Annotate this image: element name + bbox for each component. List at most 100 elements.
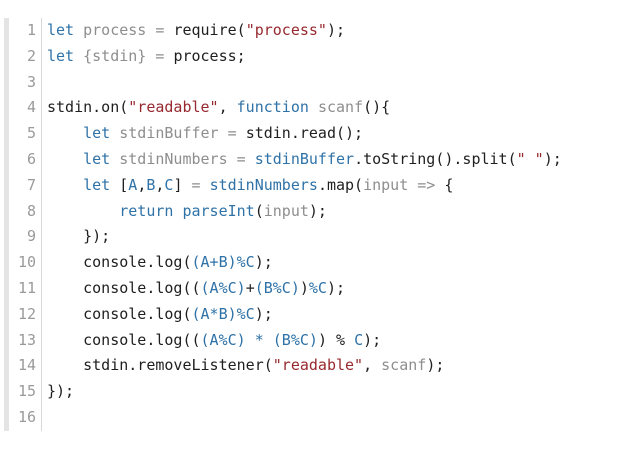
code-token-text: require( bbox=[173, 21, 246, 39]
code-token-text: stdin.on( bbox=[47, 98, 129, 117]
code-token-text: ); bbox=[254, 304, 273, 323]
code-token-text bbox=[74, 21, 83, 39]
code-token-text: ); bbox=[326, 21, 346, 39]
code-token-text: [ bbox=[110, 175, 129, 194]
code-token-text: console.log(( bbox=[47, 330, 201, 349]
code-token-text: stdin.removeListener( bbox=[47, 356, 273, 375]
code-token-identifier: input => bbox=[363, 175, 445, 194]
code-token-text: ); bbox=[363, 330, 382, 349]
code-token-text: console.log(( bbox=[47, 278, 201, 297]
line-number: 14 bbox=[17, 356, 36, 375]
code-token-text bbox=[246, 331, 255, 349]
code-token-text: process; bbox=[173, 46, 246, 65]
line-number: 16 bbox=[17, 407, 36, 426]
code-token-keyword: %C bbox=[308, 278, 327, 297]
code-token-keyword: let bbox=[83, 124, 111, 143]
code-line bbox=[47, 70, 631, 96]
left-accent-bar bbox=[4, 18, 9, 431]
line-number: 7 bbox=[26, 175, 36, 194]
code-token-text bbox=[110, 124, 119, 142]
code-line: }); bbox=[47, 379, 631, 405]
code-token-keyword: stdinNumbers bbox=[209, 175, 318, 194]
code-line: let [A,B,C] = stdinNumbers.map(input => … bbox=[47, 173, 631, 199]
code-token-identifier: stdinBuffer = bbox=[119, 124, 246, 143]
code-token-text: { bbox=[444, 175, 454, 194]
line-number: 9 bbox=[26, 227, 36, 246]
code-token-keyword: let bbox=[47, 21, 75, 39]
code-token-identifier: scanf bbox=[317, 98, 364, 117]
code-area: let process = require("process");let {st… bbox=[42, 18, 631, 431]
code-line: let process = require("process"); bbox=[47, 18, 631, 44]
code-token-keyword: function bbox=[236, 98, 309, 117]
code-token-text: ) % bbox=[317, 330, 355, 349]
code-token-text: }); bbox=[47, 382, 75, 401]
code-token-identifier: process = bbox=[83, 21, 174, 39]
line-number: 13 bbox=[17, 330, 36, 349]
code-line: let {stdin} = process; bbox=[47, 44, 631, 70]
code-token-string: "readable" bbox=[272, 356, 364, 375]
code-token-text: ); bbox=[543, 149, 562, 168]
code-token-text: console.log( bbox=[47, 253, 192, 272]
code-token-text: .map( bbox=[317, 175, 364, 194]
code-token-identifier: {stdin} = bbox=[83, 46, 174, 65]
line-number: 11 bbox=[17, 278, 36, 297]
code-token-keyword: let bbox=[83, 149, 111, 168]
code-token-text: ); bbox=[426, 356, 445, 375]
code-token-text: ( bbox=[254, 201, 264, 220]
code-token-text: , bbox=[218, 98, 237, 117]
code-token-text: + bbox=[245, 278, 255, 297]
code-token-keyword: * bbox=[254, 330, 264, 349]
code-token-text bbox=[47, 150, 83, 168]
code-token-keyword: (A+B)%C bbox=[191, 253, 255, 272]
code-token-text: (){ bbox=[363, 98, 391, 117]
code-token-identifier: = bbox=[191, 175, 210, 194]
code-token-keyword: (A%C) bbox=[200, 330, 246, 349]
code-token-text: ) bbox=[299, 278, 309, 297]
line-number: 6 bbox=[26, 149, 36, 168]
code-token-keyword: return bbox=[119, 201, 174, 220]
code-line: let stdinNumbers = stdinBuffer.toString(… bbox=[47, 147, 631, 173]
code-token-keyword: (B%C) bbox=[272, 330, 318, 349]
code-token-string: "readable" bbox=[128, 98, 219, 117]
code-token-keyword: let bbox=[83, 175, 111, 194]
code-token-text: ] bbox=[173, 175, 192, 194]
code-line: console.log(((A%C) * (B%C)) % C); bbox=[47, 328, 631, 354]
code-token-keyword: C bbox=[164, 175, 174, 194]
code-token-text bbox=[264, 331, 273, 349]
line-number: 12 bbox=[17, 304, 36, 323]
code-line: console.log(((A%C)+(B%C))%C); bbox=[47, 276, 631, 302]
code-line: return parseInt(input); bbox=[47, 199, 631, 225]
line-number: 10 bbox=[17, 253, 36, 272]
code-token-keyword: (A%C) bbox=[200, 278, 246, 297]
code-token-keyword: let bbox=[47, 46, 75, 65]
code-line: console.log((A+B)%C); bbox=[47, 250, 631, 276]
line-number: 5 bbox=[26, 124, 36, 143]
line-number: 15 bbox=[17, 382, 36, 401]
code-line bbox=[47, 405, 631, 431]
code-line: }); bbox=[47, 224, 631, 250]
code-token-text bbox=[309, 98, 318, 116]
code-token-text: ); bbox=[308, 201, 327, 220]
line-number: 4 bbox=[26, 98, 36, 117]
code-token-string: "process" bbox=[245, 21, 327, 39]
line-number: 3 bbox=[26, 72, 36, 91]
code-token-keyword: stdinBuffer bbox=[254, 149, 355, 168]
line-number: 8 bbox=[26, 201, 36, 220]
code-token-text: .toString().split( bbox=[354, 149, 517, 168]
code-token-text: console.log( bbox=[47, 304, 192, 323]
code-token-text: }); bbox=[47, 227, 111, 246]
line-number: 1 bbox=[26, 21, 36, 39]
code-token-identifier: stdinNumbers = bbox=[119, 149, 255, 168]
code-token-keyword: (A*B)%C bbox=[191, 304, 255, 323]
code-token-keyword: A bbox=[128, 175, 138, 194]
code-token-text bbox=[74, 47, 83, 65]
code-token-text bbox=[47, 176, 83, 194]
code-token-string: " " bbox=[516, 149, 544, 168]
code-line: stdin.removeListener("readable", scanf); bbox=[47, 353, 631, 379]
code-token-keyword: B bbox=[146, 175, 156, 194]
code-token-text bbox=[110, 150, 119, 168]
code-token-keyword: C bbox=[354, 330, 364, 349]
code-token-text: , bbox=[137, 175, 147, 194]
